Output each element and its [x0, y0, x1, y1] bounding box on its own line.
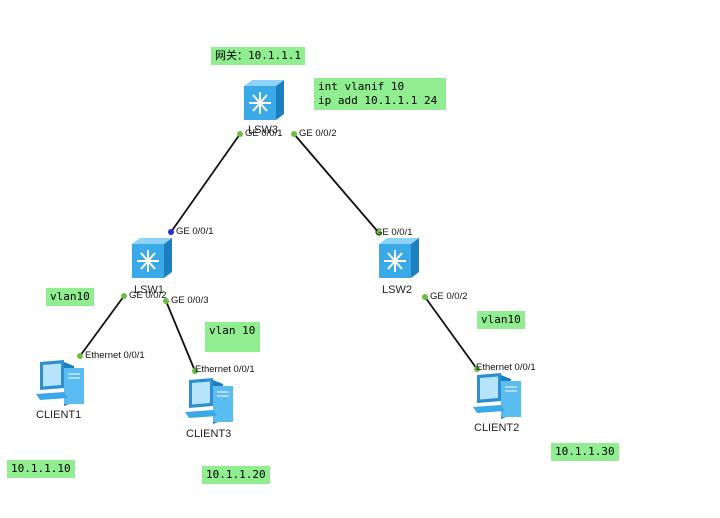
client1-ip-note[interactable]: 10.1.1.10 — [7, 460, 75, 478]
pc-client2-icon[interactable] — [471, 371, 523, 421]
port-label-client2-eth: Ethernet 0/0/1 — [476, 362, 536, 373]
client2-ip-note[interactable]: 10.1.1.30 — [551, 443, 619, 461]
vlanif-config-line-1: int vlanif 10 — [318, 80, 405, 93]
lsw2-vlan-note[interactable]: vlan10 — [477, 311, 525, 329]
port-dot-client1-eth — [77, 353, 83, 359]
port-dot-lsw3-ge001 — [237, 131, 243, 137]
port-label-client3-eth: Ethernet 0/0/1 — [195, 364, 255, 375]
port-dot-lsw1-ge002 — [121, 293, 127, 299]
port-dot-client3-eth — [192, 368, 198, 374]
device-label-client3: CLIENT3 — [186, 428, 232, 440]
device-label-client2: CLIENT2 — [474, 422, 520, 434]
device-label-client1: CLIENT1 — [36, 409, 82, 421]
port-dot-client2-eth — [474, 366, 480, 372]
pc-client1-icon[interactable] — [34, 358, 86, 408]
link-lsw1-client3[interactable] — [165, 300, 196, 372]
link-lsw1-client1[interactable] — [79, 295, 125, 357]
port-dot-lsw1-ge001 — [168, 229, 174, 235]
port-label-lsw1-ge003: GE 0/0/3 — [171, 295, 209, 306]
switch-lsw1-icon[interactable] — [128, 238, 174, 280]
switch-lsw3-icon[interactable] — [240, 80, 286, 122]
client3-ip-note[interactable]: 10.1.1.20 — [202, 466, 270, 484]
switch-lsw2-icon[interactable] — [375, 238, 421, 280]
gateway-note[interactable]: 网关：10.1.1.1 — [211, 47, 305, 65]
client3-vlan-note[interactable]: vlan 10 — [205, 322, 260, 352]
port-label-lsw3-ge002: GE 0/0/2 — [299, 128, 337, 139]
port-label-lsw1-ge001: GE 0/0/1 — [176, 226, 214, 237]
link-lsw2-client2[interactable] — [424, 296, 478, 370]
port-dot-lsw1-ge003 — [163, 298, 169, 304]
pc-client3-icon[interactable] — [183, 376, 235, 426]
port-dot-lsw3-ge002 — [291, 131, 297, 137]
device-label-lsw2: LSW2 — [382, 284, 412, 296]
port-dot-lsw2-ge001 — [376, 230, 382, 236]
lsw1-vlan-note[interactable]: vlan10 — [46, 288, 94, 306]
port-label-client1-eth: Ethernet 0/0/1 — [85, 350, 145, 361]
port-label-lsw1-ge002: GE 0/0/2 — [129, 290, 167, 301]
device-label-lsw1: LSW1 — [134, 284, 164, 296]
port-label-lsw2-ge001: GE 0/0/1 — [375, 227, 413, 238]
link-lsw3-lsw1[interactable] — [170, 133, 241, 233]
vlanif-config-line-2: ip add 10.1.1.1 24 — [318, 94, 438, 107]
port-dot-lsw2-ge002 — [422, 294, 428, 300]
port-label-lsw2-ge002: GE 0/0/2 — [430, 291, 468, 302]
link-lsw3-lsw2[interactable] — [293, 133, 380, 234]
port-label-lsw3-ge001: GE 0/0/1 — [245, 128, 283, 139]
device-label-lsw3: LSW3 — [248, 124, 278, 136]
